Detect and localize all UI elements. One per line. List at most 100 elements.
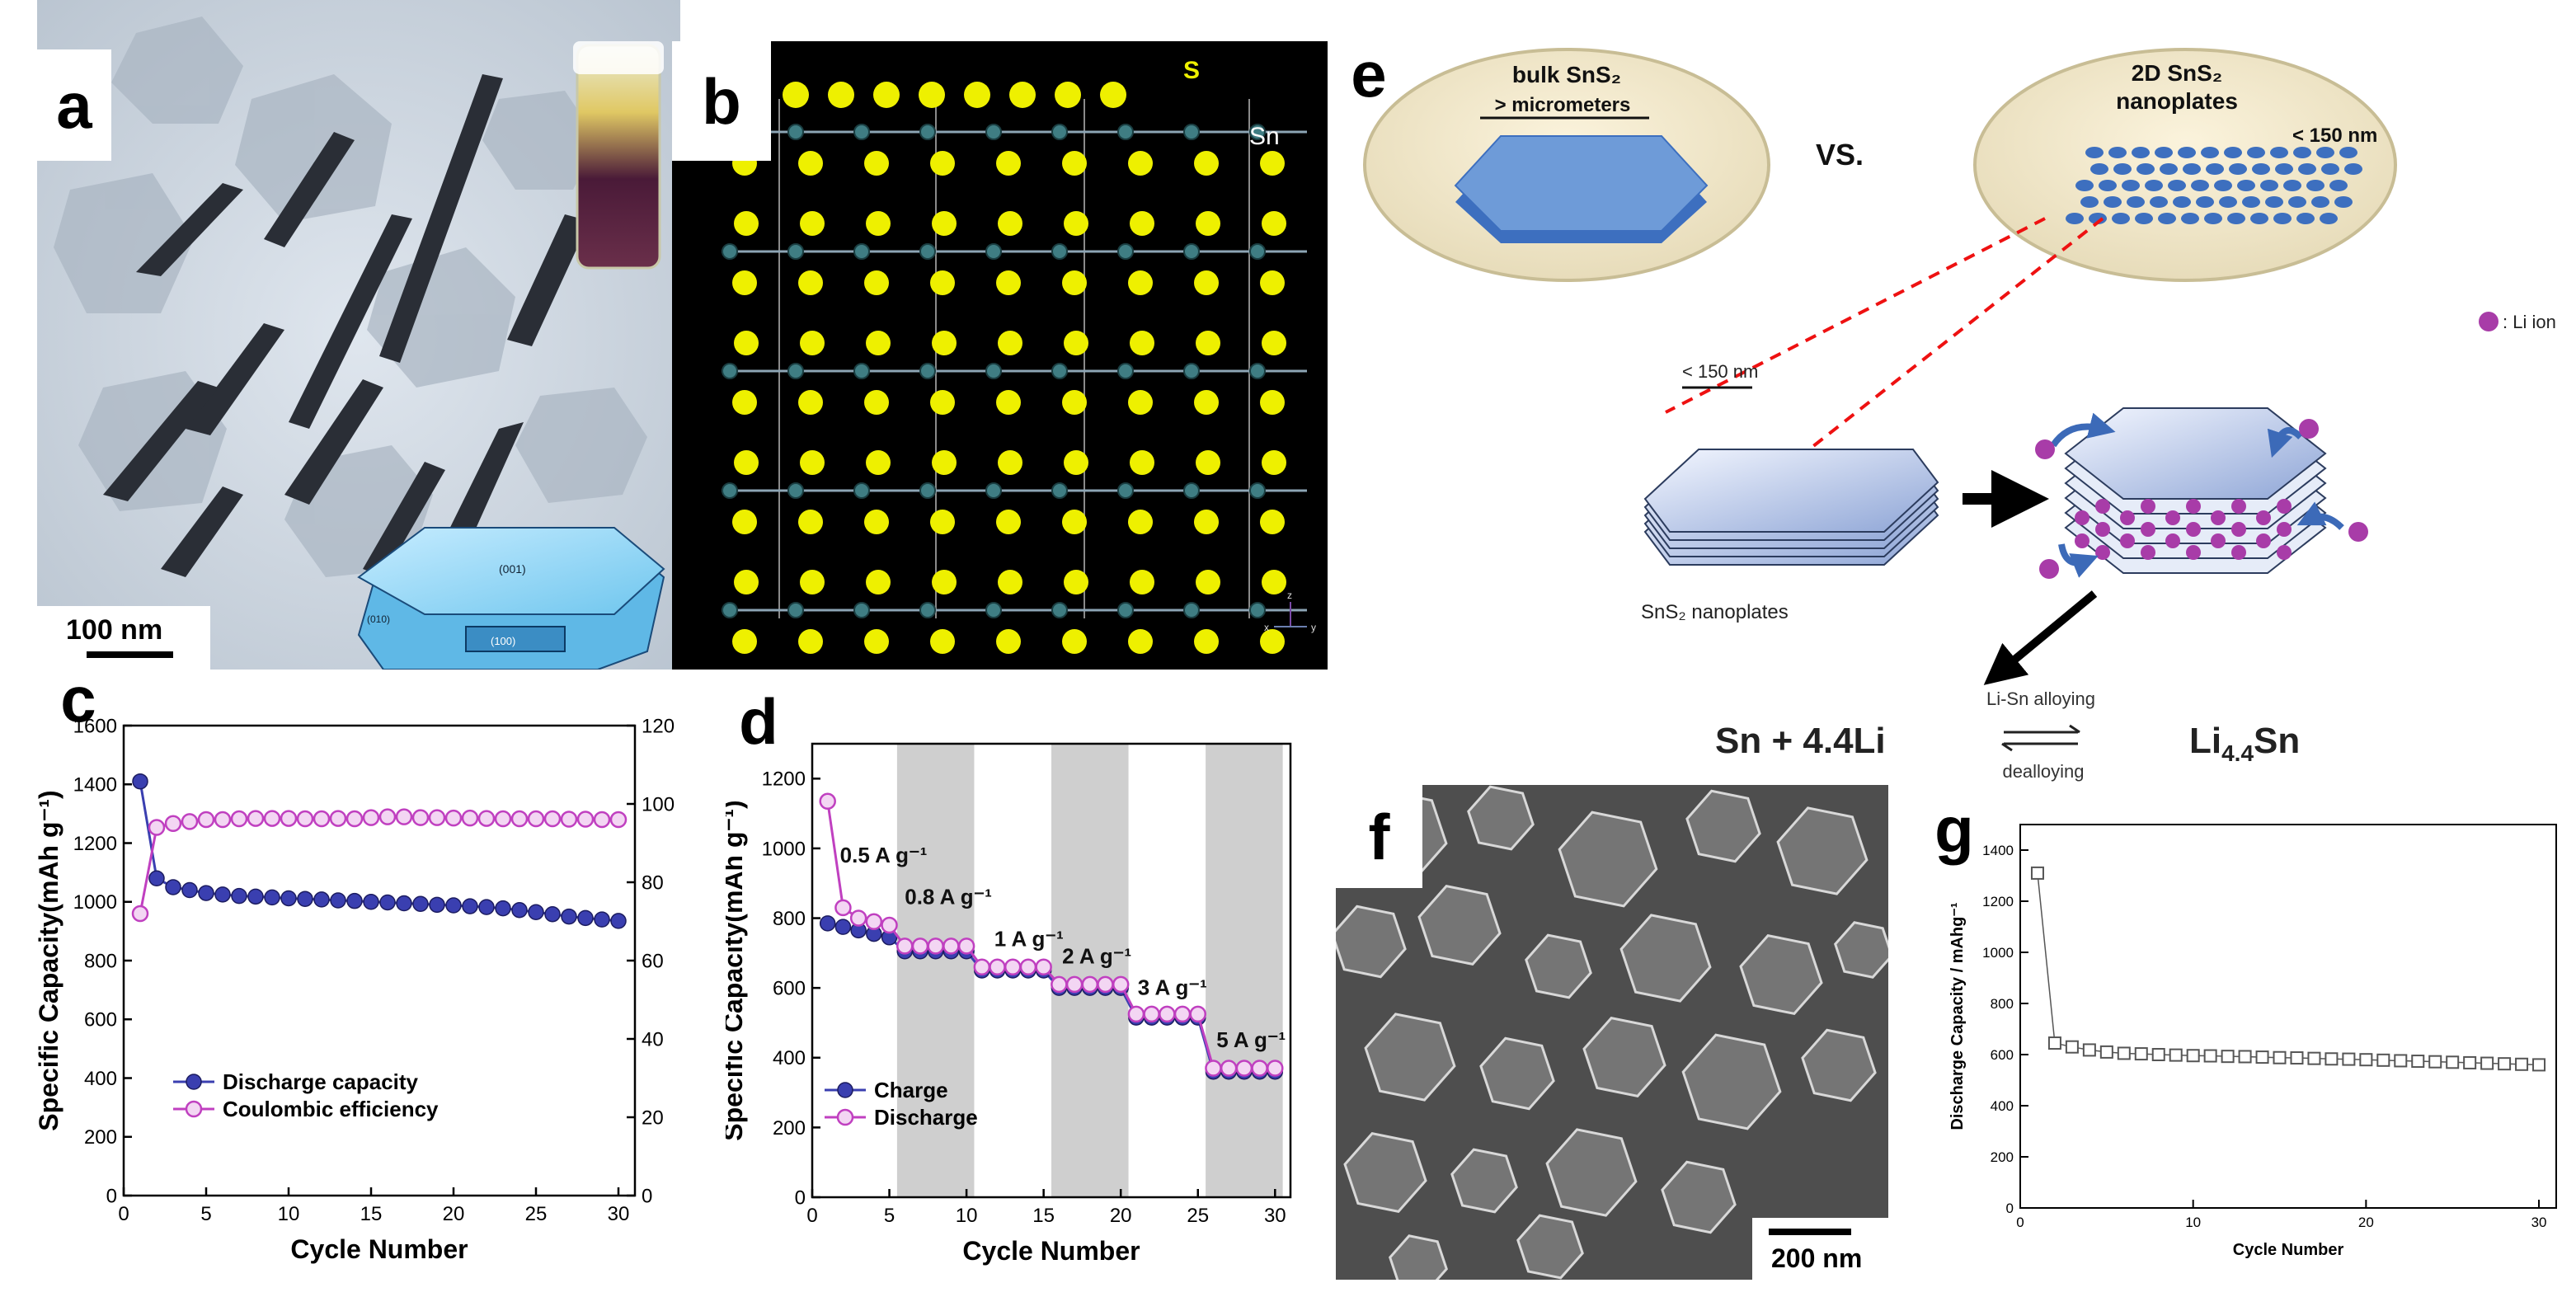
- sn-atom: [787, 243, 804, 260]
- s-atom: [932, 331, 957, 355]
- s-atom: [1194, 270, 1219, 295]
- li-ion: [2165, 533, 2180, 548]
- rate-annotation: 2 A g⁻¹: [1062, 944, 1131, 969]
- nanoplate-dot: [2227, 213, 2245, 224]
- data-point: [378, 808, 397, 825]
- nano-title-1: 2D SnS₂: [2132, 60, 2222, 86]
- y-tick-label: 200: [773, 1117, 806, 1140]
- legend-marker: [837, 1082, 853, 1098]
- scale-bar: [87, 651, 173, 658]
- panel-e-schematic: bulk SnS₂ > micrometers VS. 2D SnS₂ nano…: [1336, 33, 2573, 792]
- data-point: [1143, 1005, 1160, 1023]
- nanoplate-dot: [2108, 147, 2127, 158]
- li-ion: [2231, 545, 2246, 560]
- data-point: [1081, 975, 1099, 994]
- data-point: [1112, 975, 1130, 994]
- s-atom: [798, 510, 823, 534]
- data-point: [1127, 1005, 1145, 1023]
- panel-label-b: b: [672, 41, 771, 161]
- data-point: [1267, 1060, 1284, 1077]
- sem-scale-label: 200 nm: [1771, 1243, 1862, 1273]
- li-ion-legend-marker: [2479, 312, 2498, 331]
- s-atom: [1062, 270, 1087, 295]
- s-atom: [1128, 151, 1153, 176]
- s-atom: [1260, 151, 1285, 176]
- shaded-region: [1206, 744, 1283, 1197]
- s-atom: [866, 450, 891, 475]
- data-point: [462, 898, 478, 914]
- data-point: [2411, 1055, 2425, 1069]
- s-atom: [1064, 331, 1088, 355]
- legend-entry: Coulombic efficiency: [223, 1097, 439, 1121]
- y2-tick-label: 20: [642, 1107, 664, 1129]
- y-tick-label: 600: [773, 978, 806, 1000]
- sn-atom: [1249, 482, 1266, 499]
- sn-atom: [1117, 602, 1134, 618]
- s-atom: [798, 390, 823, 415]
- sem-hexagon-plate: [1479, 1036, 1555, 1111]
- axis-y-label: y: [1311, 622, 1316, 633]
- x-tick-label: 15: [1032, 1205, 1055, 1227]
- y-tick-label: 1000: [73, 891, 117, 914]
- legend-entry: Discharge: [874, 1105, 978, 1130]
- rate-annotation: 0.8 A g⁻¹: [905, 885, 992, 909]
- nanoplate-dot: [2242, 196, 2260, 208]
- vs-label: VS.: [1816, 138, 1864, 172]
- y2-tick-label: 40: [642, 1028, 664, 1050]
- data-point: [478, 899, 495, 915]
- zoom-line-right: [1792, 217, 2104, 463]
- data-point: [132, 773, 148, 790]
- li-ion: [2277, 499, 2292, 514]
- legend-marker: [185, 1100, 203, 1118]
- data-point: [1173, 1005, 1192, 1023]
- sn-atom: [1183, 363, 1200, 379]
- sn-atom: [919, 243, 936, 260]
- nanoplate-dot: [2178, 147, 2196, 158]
- shaded-region: [1051, 744, 1129, 1197]
- data-point: [1065, 975, 1084, 994]
- x-tick-label: 25: [1187, 1205, 1209, 1227]
- panel-label-c: c: [60, 663, 96, 735]
- li-ion-legend: : Li ion: [2503, 312, 2556, 332]
- data-point: [2463, 1055, 2477, 1069]
- sem-hexagon-plate: [1343, 1131, 1427, 1214]
- data-point: [477, 810, 496, 827]
- data-point: [544, 905, 561, 923]
- s-atom: [800, 570, 825, 594]
- y-tick-label: 600: [1991, 1047, 2014, 1063]
- nanoplate-dot: [2214, 180, 2232, 191]
- bulk-size: > micrometers: [1495, 94, 1631, 116]
- data-point: [527, 810, 545, 828]
- y-tick-label: 1200: [73, 833, 117, 855]
- data-point: [313, 891, 330, 908]
- sn-atom: [1117, 363, 1134, 379]
- data-point: [576, 811, 595, 828]
- s-atom: [932, 570, 957, 594]
- data-point: [2082, 1043, 2096, 1057]
- data-point: [2394, 1054, 2408, 1068]
- nanoplate-dot: [2320, 213, 2338, 224]
- nanoplate-dot: [2155, 147, 2173, 158]
- rate-annotation: 0.5 A g⁻¹: [840, 843, 928, 867]
- plot-frame: [811, 742, 1292, 1199]
- sn-atom: [853, 602, 870, 618]
- data-point: [329, 810, 347, 827]
- sem-hexagon-plate: [1467, 785, 1535, 851]
- sn-atom: [787, 602, 804, 618]
- data-point: [543, 810, 562, 828]
- data-point: [411, 809, 430, 826]
- s-atom: [964, 82, 990, 108]
- data-point: [461, 809, 479, 827]
- nanoplate-dot: [2252, 163, 2270, 175]
- data-point: [131, 905, 149, 923]
- legend-marker: [186, 1074, 202, 1090]
- s-atom: [800, 211, 825, 236]
- nanoplate-dot: [2206, 163, 2224, 175]
- s-atom: [1062, 151, 1087, 176]
- s-atom: [1262, 211, 1286, 236]
- bulk-title: bulk SnS₂: [1512, 62, 1621, 87]
- nanoplate-dot: [2265, 196, 2283, 208]
- sn-atom: [1117, 482, 1134, 499]
- nanoplate-dot: [2150, 196, 2168, 208]
- sn-atom: [919, 124, 936, 140]
